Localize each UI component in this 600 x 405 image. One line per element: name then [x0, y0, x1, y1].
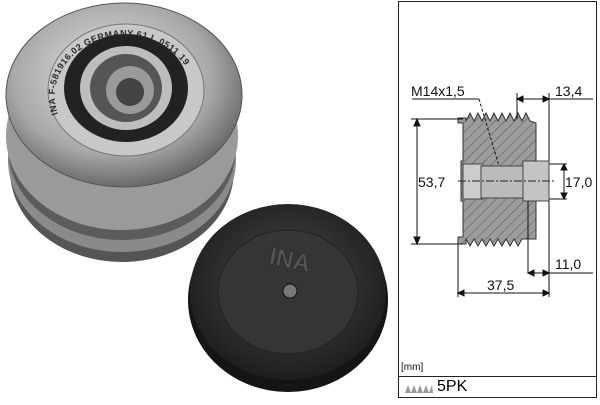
- diameter-label: 53,7: [418, 174, 446, 190]
- thread-label: M14x1,5: [411, 83, 465, 99]
- length-label: 37,5: [487, 277, 515, 293]
- hub-width-label: 13,4: [555, 83, 583, 99]
- cross-section-drawing: [411, 93, 593, 297]
- unit-label: [mm]: [401, 362, 424, 373]
- cover-cap-image: INA: [188, 204, 388, 392]
- product-photo: INA F-581916.02 GERMANY 61 L 0511 19 INA: [5, 2, 388, 392]
- bore-label: 17,0: [565, 174, 593, 190]
- poly-v-ribs-icon: [405, 385, 433, 393]
- offset-label: 11,0: [555, 256, 582, 272]
- belt-profile-row: 5PK: [399, 376, 596, 399]
- pulley-image: INA F-581916.02 GERMANY 61 L 0511 19: [5, 2, 243, 262]
- belt-profile-label: 5PK: [437, 378, 468, 395]
- dimension-panel: M14x1,5 13,4 53,7 17,0 11,0 37,5 [mm] 5P…: [398, 1, 597, 398]
